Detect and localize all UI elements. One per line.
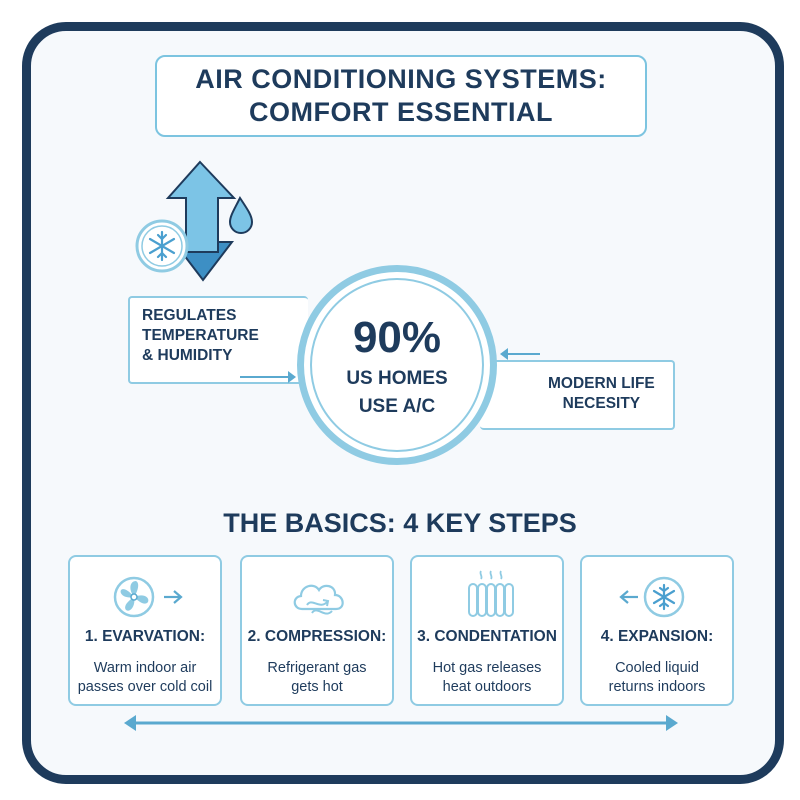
step-card-1: 1. EVARVATION: Warm indoor air passes ov… [68, 555, 222, 706]
left-callout-line-2: TEMPERATURE [142, 327, 259, 344]
step-1-desc-line-2: passes over cold coil [77, 679, 213, 695]
step-4-title: 4. EXPANSION: [600, 628, 714, 645]
stat-circle-inner-ring [310, 278, 484, 452]
radiator-icon [468, 570, 514, 617]
step-2-desc: Refrigerant gas gets hot [242, 659, 392, 697]
step-3-desc-line-2: heat outdoors [442, 679, 532, 695]
step-card-2: 2. COMPRESSION: Refrigerant gas gets hot [240, 555, 394, 706]
left-callout-box [128, 296, 308, 384]
step-4-desc: Cooled liquid returns indoors [582, 659, 732, 697]
stat-label-line-2: USE A/C [358, 396, 436, 417]
step-1-desc: Warm indoor air passes over cold coil [70, 659, 220, 697]
right-callout-box [480, 360, 675, 430]
fan-icon [113, 576, 183, 618]
step-2-desc-line-2: gets hot [291, 679, 343, 695]
right-callout-line-1: MODERN LIFE [548, 375, 655, 392]
right-callout-line-2: NECESITY [562, 395, 641, 412]
step-4-desc-line-2: returns indoors [608, 679, 706, 695]
left-callout-text: REGULATES TEMPERATURE & HUMIDITY [142, 306, 259, 366]
right-arrow-icon [500, 348, 540, 360]
title-line-2: COMFORT ESSENTIAL [249, 97, 553, 127]
left-callout-line-1: REGULATES [142, 307, 237, 324]
cycle-arrow-icon [124, 715, 678, 731]
step-3-title: 3. CONDENTATION [417, 628, 557, 645]
stat-label-line-1: US HOMES [346, 368, 448, 389]
step-1-title: 1. EVARVATION: [84, 628, 206, 645]
left-arrow-icon [240, 371, 296, 383]
snowflake-icon [619, 576, 685, 618]
droplet-icon [228, 196, 254, 234]
title-line-1: AIR CONDITIONING SYSTEMS: [195, 64, 607, 94]
step-2-title: 2. COMPRESSION: [247, 628, 387, 645]
step-3-desc: Hot gas releases heat outdoors [412, 659, 562, 697]
section-title: THE BASICS: 4 KEY STEPS [223, 508, 577, 538]
step-card-4: 4. EXPANSION: Cooled liquid returns indo… [580, 555, 734, 706]
step-3-desc-line-1: Hot gas releases [432, 660, 542, 676]
step-4-desc-line-1: Cooled liquid [615, 660, 699, 676]
step-card-3: 3. CONDENTATION Hot gas releases heat ou… [410, 555, 564, 706]
title-box: AIR CONDITIONING SYSTEMS: COMFORT ESSENT… [155, 55, 647, 137]
step-1-desc-line-1: Warm indoor air [93, 660, 197, 676]
cloud-arrows-icon [293, 584, 344, 615]
step-2-desc-line-1: Refrigerant gas [267, 660, 367, 676]
right-callout-text: MODERN LIFE NECESITY [548, 374, 655, 414]
stat-value: 90% [352, 313, 442, 362]
temperature-arrows-icon [135, 160, 254, 282]
left-callout-line-3: & HUMIDITY [142, 347, 233, 364]
